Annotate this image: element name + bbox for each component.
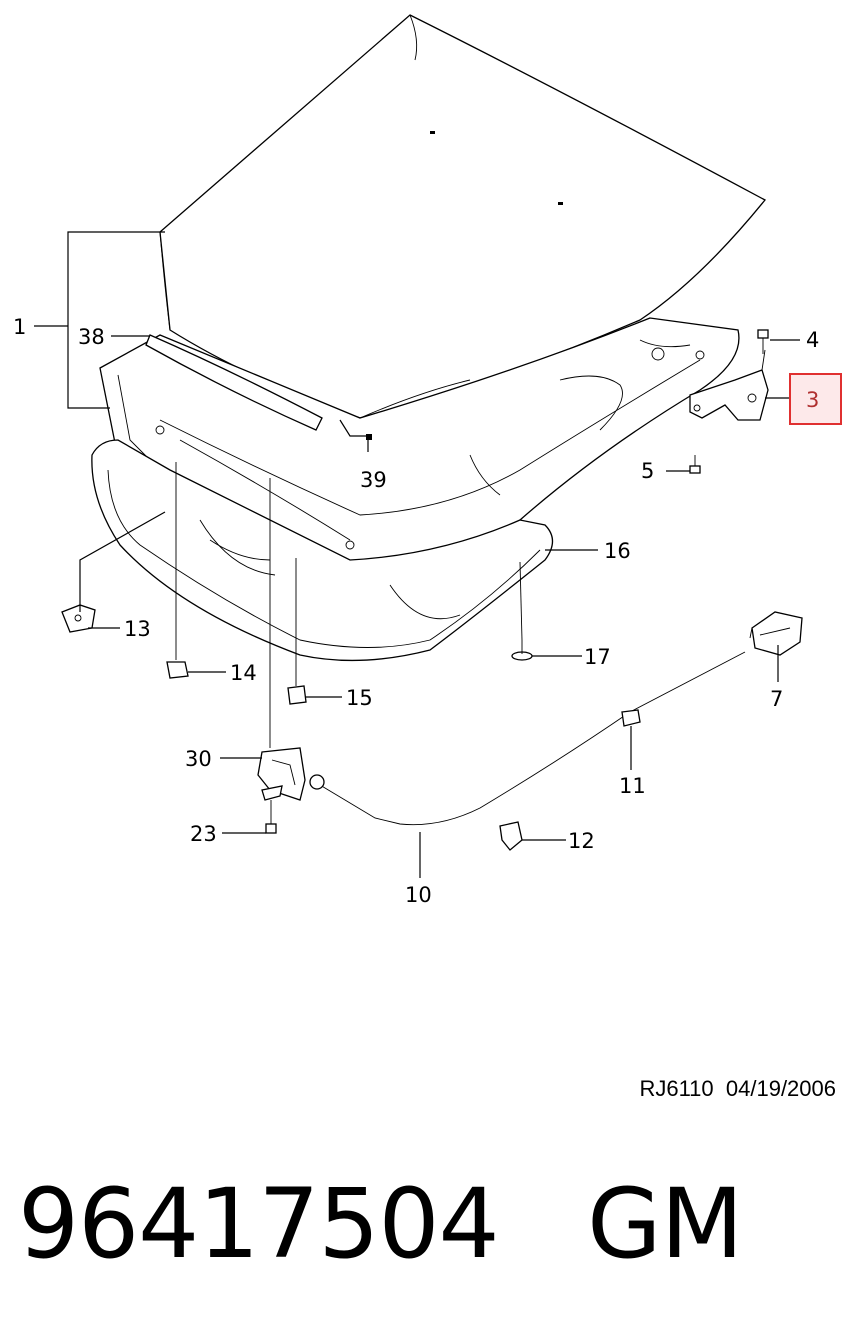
callout-15: 15	[346, 686, 373, 710]
hood-bumper-13	[61, 604, 96, 633]
callout-13: 13	[124, 617, 151, 641]
callout-17: 17	[584, 645, 611, 669]
hood-bumper-14	[166, 462, 189, 679]
hood-hole-marker	[558, 202, 563, 205]
brand-name: GM	[587, 1168, 743, 1280]
hinge-bolt-upper	[757, 329, 769, 354]
hood-hole-marker	[430, 131, 435, 134]
callout-4: 4	[806, 328, 819, 352]
hinge-bolt-lower	[689, 455, 701, 474]
insulator-push-pin	[511, 561, 533, 661]
hood-release-handle	[749, 611, 803, 656]
hood-bumper-15	[287, 558, 307, 705]
cable-grommet	[621, 709, 641, 727]
drawing-date: 04/19/2006	[725, 1076, 836, 1101]
callout-23: 23	[190, 822, 217, 846]
callout-7: 7	[770, 687, 783, 711]
highlight-box	[789, 373, 842, 425]
seal-clip	[366, 434, 372, 440]
hood-weatherstrip	[145, 334, 323, 431]
leader-lines	[34, 231, 800, 878]
part-number-line: 96417504 GM	[18, 1168, 743, 1280]
drawing-info: RJ6110 04/19/2006	[639, 1076, 836, 1102]
drawing-ref: RJ6110	[639, 1076, 714, 1101]
callout-12: 12	[568, 829, 595, 853]
hood-release-cable	[319, 651, 746, 826]
callout-16: 16	[604, 539, 631, 563]
callout-3: 3	[806, 388, 819, 412]
latch-bolt	[265, 800, 277, 834]
callout-1: 1	[13, 315, 26, 339]
callout-10: 10	[405, 883, 432, 907]
callout-5: 5	[641, 459, 654, 483]
callout-39: 39	[360, 468, 387, 492]
callout-11: 11	[619, 774, 646, 798]
callout-38: 38	[78, 325, 105, 349]
cable-end-ball	[309, 774, 325, 790]
hood-hinge	[689, 349, 769, 421]
part-number: 96417504	[18, 1168, 500, 1280]
cable-clip	[499, 821, 523, 851]
callout-14: 14	[230, 661, 257, 685]
callout-30: 30	[185, 747, 212, 771]
hood-latch	[257, 478, 306, 801]
